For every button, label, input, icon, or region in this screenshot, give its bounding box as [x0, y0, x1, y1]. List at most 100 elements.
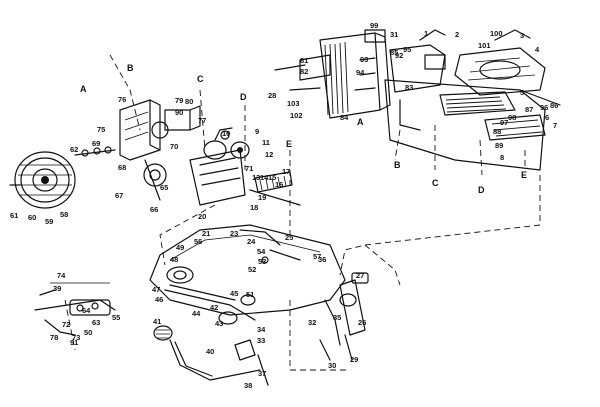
- part-label: 95: [403, 45, 411, 54]
- part-label: 14: [260, 173, 269, 182]
- part-label: 3: [520, 31, 524, 40]
- part-label: 64: [82, 306, 91, 315]
- part-label: 17: [282, 167, 290, 176]
- part-label: 90: [175, 108, 183, 117]
- part-label: 6: [545, 113, 549, 122]
- part-label: 42: [210, 303, 218, 312]
- part-label: 77: [198, 116, 206, 125]
- part-label: 40: [206, 347, 214, 356]
- part-label: 96: [540, 103, 548, 112]
- hood-bracket: [389, 29, 446, 131]
- part-label: 27: [356, 271, 364, 280]
- part-label: 15: [268, 173, 276, 182]
- part-label: 11: [262, 138, 270, 147]
- part-label: 102: [290, 111, 303, 120]
- part-label: 99: [370, 21, 378, 30]
- floor-pan: [384, 79, 561, 171]
- part-label: 58: [60, 210, 68, 219]
- part-label: 51: [246, 290, 254, 299]
- part-label: 20: [198, 212, 206, 221]
- part-label: 30: [328, 361, 336, 370]
- part-label: 32: [308, 318, 316, 327]
- part-label: 94: [356, 68, 365, 77]
- part-label: 1: [424, 29, 428, 38]
- section-markers: A B C D E A B C D E: [80, 63, 527, 195]
- part-label: 63: [92, 318, 100, 327]
- section-marker-b-right: B: [394, 160, 401, 170]
- section-marker-a-right: A: [357, 117, 364, 127]
- section-marker-a: A: [80, 84, 87, 94]
- part-label: 60: [28, 213, 36, 222]
- part-label: 37: [258, 369, 266, 378]
- part-label: 50: [84, 328, 92, 337]
- section-marker-d-right: D: [478, 185, 485, 195]
- brake-linkage-detail: [34, 282, 116, 336]
- part-label: 28: [268, 91, 276, 100]
- part-label: 5: [520, 88, 524, 97]
- part-label: 103: [287, 99, 300, 108]
- part-label: 43: [215, 319, 223, 328]
- part-label: 10: [222, 129, 230, 138]
- part-label: 44: [192, 309, 201, 318]
- brake-pedal-assembly: [153, 325, 269, 386]
- part-label: 82: [300, 67, 308, 76]
- part-label: 59: [45, 217, 53, 226]
- part-label: 79: [175, 96, 183, 105]
- radiator-grille-panel: [274, 29, 391, 119]
- part-label: 101: [478, 41, 491, 50]
- part-label: 62: [70, 145, 78, 154]
- part-label: 86: [550, 101, 558, 110]
- part-label: 26: [358, 318, 366, 327]
- part-label: 88: [493, 127, 501, 136]
- part-label: 39: [53, 284, 61, 293]
- part-label: 56: [194, 237, 202, 246]
- section-marker-e: E: [286, 139, 292, 149]
- part-label: 4: [535, 45, 540, 54]
- section-marker-c-right: C: [432, 178, 439, 188]
- part-label: 68: [118, 163, 126, 172]
- part-label: 45: [230, 289, 238, 298]
- left-transmission-housing: [119, 99, 201, 201]
- part-label: 78: [50, 333, 58, 342]
- part-label: 12: [265, 150, 273, 159]
- part-label: 49: [176, 243, 184, 252]
- clutch-pedal-assembly: [289, 272, 369, 371]
- part-label: 46: [155, 295, 163, 304]
- part-label: 80: [185, 97, 193, 106]
- part-label: 61: [10, 211, 18, 220]
- axle-stub: [74, 146, 116, 157]
- part-label: 19: [258, 193, 266, 202]
- part-label: 69: [92, 139, 100, 148]
- part-label: 87: [525, 105, 533, 114]
- part-label: 54: [257, 247, 266, 256]
- part-label: 55: [112, 313, 120, 322]
- part-label: 25: [285, 233, 293, 242]
- part-label: 48: [170, 255, 178, 264]
- part-label: 67: [115, 191, 123, 200]
- part-label: 47: [152, 285, 160, 294]
- part-label: 23: [230, 229, 238, 238]
- part-label: 21: [202, 229, 210, 238]
- engine-assembly: [189, 127, 250, 206]
- part-label: 34: [257, 325, 266, 334]
- part-label: 84: [340, 113, 349, 122]
- part-label: 81: [300, 56, 308, 65]
- part-label: 9: [255, 127, 259, 136]
- part-label: 72: [62, 320, 70, 329]
- seat-plate: [454, 29, 546, 96]
- part-label: 57: [313, 252, 321, 261]
- part-label: 8: [500, 153, 504, 162]
- part-label: 92: [395, 51, 403, 60]
- part-label: 38: [244, 381, 252, 390]
- part-label: 100: [490, 29, 503, 38]
- part-label: 52: [248, 265, 256, 274]
- section-marker-b: B: [127, 63, 134, 73]
- part-label: 29: [350, 355, 358, 364]
- rear-wheel-assembly: [9, 151, 76, 209]
- part-label: 75: [97, 125, 105, 134]
- part-label: 71: [245, 164, 253, 173]
- part-label: 24: [247, 237, 256, 246]
- mower-deck: [149, 224, 346, 325]
- part-label: 31: [390, 30, 398, 39]
